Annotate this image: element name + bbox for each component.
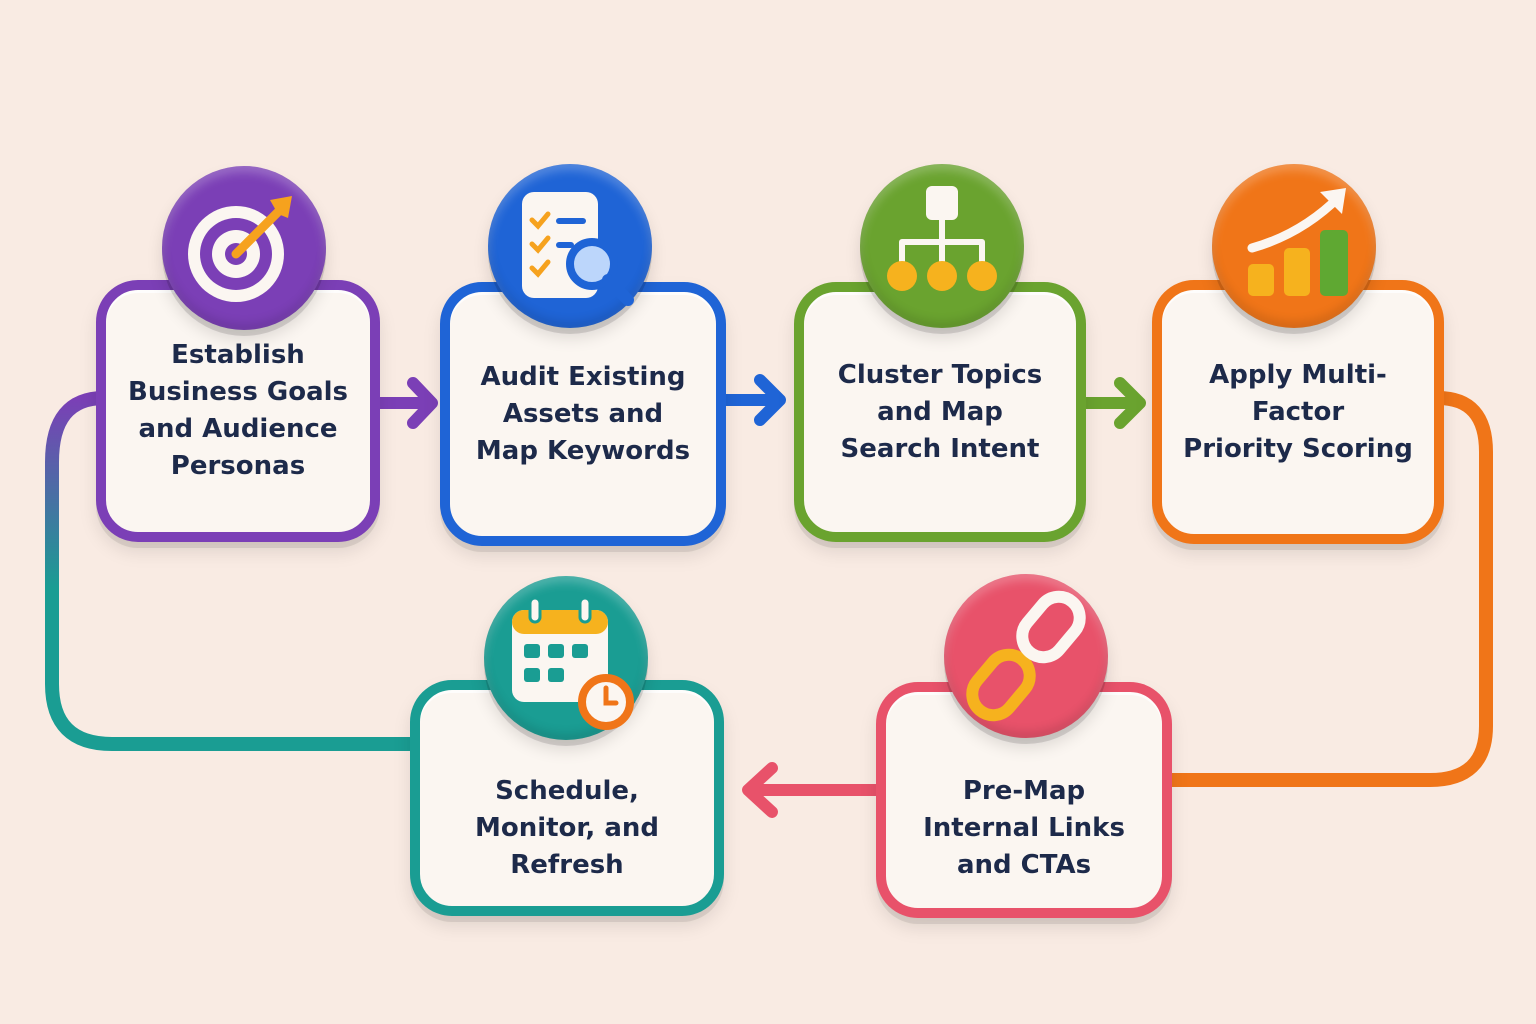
step-label: Establish Business Goals and Audience Pe… xyxy=(128,340,348,481)
link-icon xyxy=(944,574,1108,738)
step-label: Audit Existing Assets and Map Keywords xyxy=(475,361,691,466)
arrow-step3-to-step4 xyxy=(1076,377,1146,429)
step-label: Schedule, Monitor, and Refresh xyxy=(474,775,660,880)
step-label: Pre-Map Internal Links and CTAs xyxy=(923,775,1125,880)
step-card-cluster-topics: Cluster Topics and Map Search Intent xyxy=(794,282,1086,542)
step-card-priority-scoring: Apply Multi-Factor Priority Scoring xyxy=(1152,280,1444,544)
loop-back-connector xyxy=(45,391,421,751)
step4-to-step5-connector xyxy=(1165,391,1493,787)
arrow-step1-to-step2 xyxy=(368,377,438,429)
step-label: Apply Multi-Factor Priority Scoring xyxy=(1183,359,1413,464)
arrow-step5-to-step6 xyxy=(742,762,882,818)
arrow-step2-to-step3 xyxy=(712,374,786,426)
checklist-search-icon xyxy=(488,164,652,328)
calendar-clock-icon xyxy=(484,576,648,740)
step-label: Cluster Topics and Map Search Intent xyxy=(837,359,1043,464)
growth-chart-icon xyxy=(1212,164,1376,328)
target-icon xyxy=(162,166,326,330)
hierarchy-icon xyxy=(860,164,1024,328)
